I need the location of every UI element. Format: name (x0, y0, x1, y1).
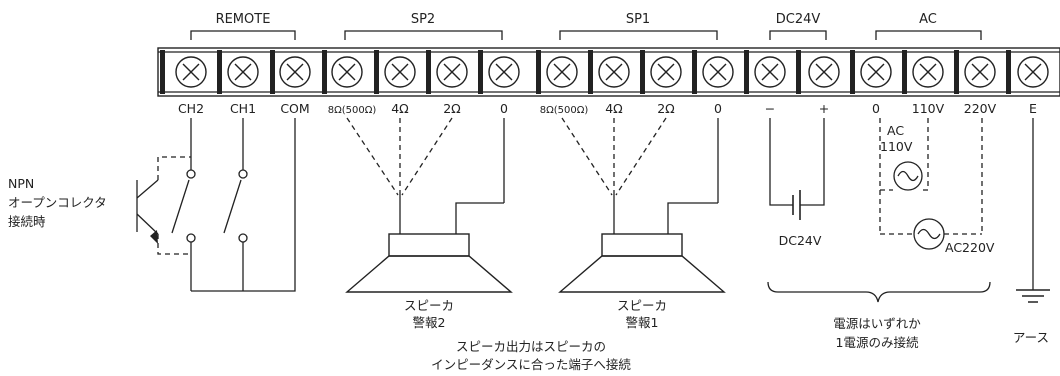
terminal-label-ac-0: 0 (872, 101, 880, 116)
group-label-dc24v: DC24V (776, 12, 821, 27)
screw-terminals (175, 56, 1049, 88)
speaker-2-label-line1: スピーカ (404, 298, 454, 313)
npn-label-line1: NPN (8, 176, 34, 191)
power-note-line2: 1電源のみ接続 (836, 335, 919, 350)
ac110v-source-wiring (879, 118, 929, 234)
group-label-ac: AC (919, 12, 937, 27)
speaker-1-label-line2: 警報1 (626, 315, 659, 330)
terminal-label-dc-plus: + (819, 101, 829, 116)
screw-terminal-sp1-8-icon (546, 56, 578, 88)
screw-terminal-sp1-4-icon (598, 56, 630, 88)
terminal-label-sp2-0: 0 (500, 101, 508, 116)
speaker-1-label-line1: スピーカ (617, 298, 667, 313)
screw-terminal-ac-110-icon (912, 56, 944, 88)
speaker-note-line1: スピーカ出力はスピーカの (456, 339, 606, 354)
earth-ground-icon (1016, 118, 1050, 303)
terminal-label-sp1-8ohm: 8Ω(500Ω) (540, 105, 589, 116)
power-note-line1: 電源はいずれか (833, 316, 921, 331)
terminal-label-dc-minus: − (765, 101, 775, 116)
group-label-remote: REMOTE (216, 12, 271, 27)
speaker-2-icon (345, 233, 513, 293)
screw-terminal-sp1-0-icon (702, 56, 734, 88)
earth-label: アース (1013, 330, 1049, 345)
screw-terminal-dc-plus-icon (808, 56, 840, 88)
terminal-label-ac-110v: 110V (912, 101, 945, 116)
sp1-speaker-wiring (561, 117, 719, 234)
npn-transistor-icon (136, 156, 191, 255)
screw-terminal-sp2-8-icon (331, 56, 363, 88)
screw-terminal-dc-minus-icon (754, 56, 786, 88)
terminal-label-ac-220v: 220V (964, 101, 997, 116)
screw-terminal-com-icon (279, 56, 311, 88)
power-supply-brace (767, 281, 991, 303)
terminal-label-sp1-0: 0 (714, 101, 722, 116)
npn-label-line2: オープンコレクタ (8, 195, 107, 210)
remote-switch-wiring (171, 118, 296, 292)
screw-terminal-ch1-icon (227, 56, 259, 88)
screw-terminal-ac-0-icon (860, 56, 892, 88)
speaker-2-label-line2: 警報2 (413, 315, 446, 330)
screw-terminal-sp2-0-icon (488, 56, 520, 88)
terminal-label-earth: E (1029, 101, 1037, 116)
group-label-sp1: SP1 (626, 12, 650, 27)
group-label-sp2: SP2 (411, 12, 435, 27)
dc24v-source-label: DC24V (779, 233, 822, 248)
terminal-label-com: COM (280, 101, 309, 116)
speaker-note-line2: インピーダンスに合った端子へ接続 (431, 357, 631, 372)
terminal-label-sp2-8ohm: 8Ω(500Ω) (328, 105, 377, 116)
screw-terminal-sp2-2-icon (436, 56, 468, 88)
screw-terminal-sp1-2-icon (650, 56, 682, 88)
dc24v-battery-icon (769, 118, 825, 220)
terminal-label-sp1-2ohm: 2Ω (657, 101, 675, 116)
terminal-label-sp1-4ohm: 4Ω (605, 101, 623, 116)
group-brackets (190, 30, 982, 40)
ac220v-source-icon (913, 218, 945, 250)
ac110v-source-label-line1: AC (887, 123, 904, 138)
screw-terminal-ac-220-icon (964, 56, 996, 88)
speaker-1-icon (558, 233, 726, 293)
terminal-label-ch1: CH1 (230, 101, 256, 116)
ac220v-source-wiring (880, 118, 983, 235)
screw-terminal-earth-icon (1017, 56, 1049, 88)
terminal-block (157, 47, 1060, 97)
screw-terminal-sp2-4-icon (384, 56, 416, 88)
ac110v-source-icon (893, 161, 923, 191)
sp2-speaker-wiring (346, 117, 505, 234)
terminal-label-sp2-4ohm: 4Ω (391, 101, 409, 116)
npn-label-line3: 接続時 (8, 214, 46, 229)
terminal-label-sp2-2ohm: 2Ω (443, 101, 461, 116)
ac110v-source-label-line2: 110V (880, 139, 913, 154)
terminal-label-ch2: CH2 (178, 101, 204, 116)
screw-terminal-ch2-icon (175, 56, 207, 88)
ac220v-source-label: AC220V (945, 240, 995, 255)
